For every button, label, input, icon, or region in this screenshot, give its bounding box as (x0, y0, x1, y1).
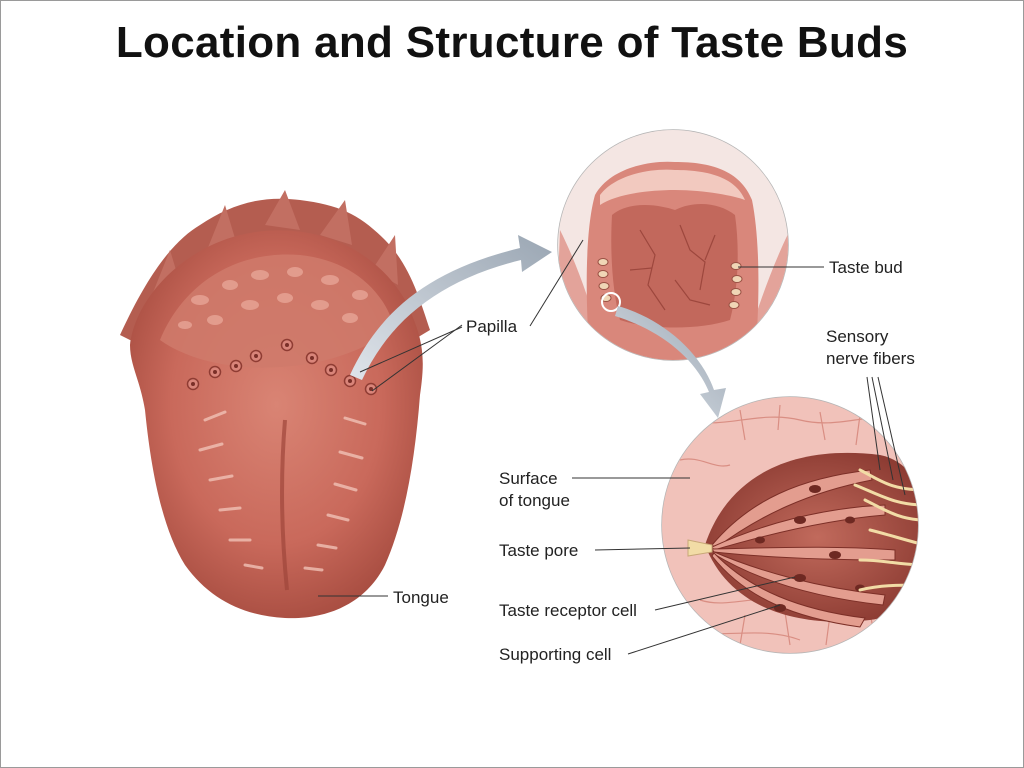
arrow-to-papilla (350, 235, 552, 380)
arrow-to-taste-bud (615, 306, 726, 418)
papilla-leader-line-tongue-2 (359, 326, 463, 373)
supporting-cell-label: Supporting cell (499, 645, 612, 664)
taste-pore-leader-line (594, 547, 691, 551)
papilla-label: Papilla (466, 317, 518, 336)
sensory-nerve-fibers-label-line2: nerve fibers (826, 349, 915, 368)
taste-bud-closeup (661, 396, 919, 654)
taste-receptor-cell-label: Taste receptor cell (499, 601, 637, 620)
tongue-drawing (120, 190, 430, 619)
sensory-nerve-fibers-label-line1: Sensory (826, 327, 889, 346)
surface-of-tongue-label-line2: of tongue (499, 491, 570, 510)
leader-lines (318, 239, 906, 655)
papilla-leader-line-tongue (371, 324, 463, 392)
tongue-label: Tongue (393, 588, 449, 607)
slide-title: Location and Structure of Taste Buds (115, 18, 909, 67)
papilla-closeup (557, 129, 789, 361)
nerve-fiber-leader-3 (877, 376, 906, 496)
receptor-cell-leader-line (654, 576, 796, 611)
taste-bud-label: Taste bud (829, 258, 903, 277)
supporting-cell-leader-line (627, 604, 781, 655)
surface-of-tongue-label-line1: Surface (499, 469, 558, 488)
papilla-leader-line-closeup (529, 239, 584, 327)
taste-pore-label: Taste pore (499, 541, 579, 560)
nerve-fiber-leader-1 (866, 376, 881, 471)
nerve-fiber-leader-2 (871, 376, 894, 481)
